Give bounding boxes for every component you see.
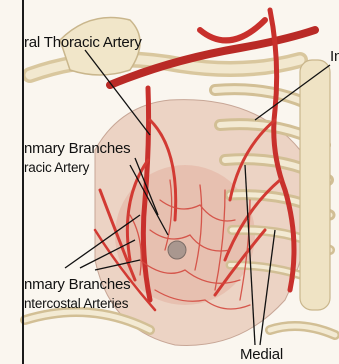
label-lateral-thoracic-artery: ral Thoracic Artery [24, 34, 142, 51]
label-mammary-branches-thoracic-line2: racic Artery [24, 160, 89, 175]
sternum [300, 60, 330, 310]
label-mammary-branches-thoracic-line1: nmary Branches [24, 140, 130, 157]
label-medial: Medial [240, 346, 283, 363]
nipple [168, 241, 186, 259]
label-mammary-branches-intercostal-line1: nmary Branches [24, 276, 130, 293]
label-right-cut: In [330, 48, 339, 65]
label-mammary-branches-intercostal-line2: ntercostal Arteries [24, 296, 128, 311]
